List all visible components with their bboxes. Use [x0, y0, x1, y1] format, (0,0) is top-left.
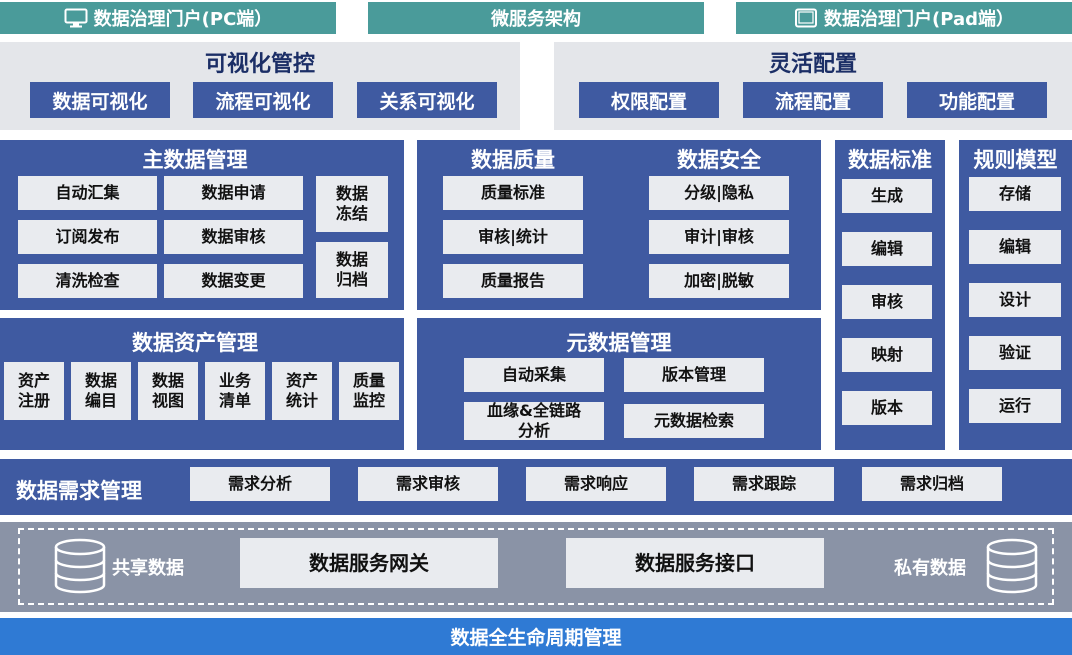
visual-control-item: 流程可视化 — [193, 82, 333, 118]
pc-portal-label: 数据治理门户(PC端） — [93, 9, 273, 30]
visual-control-item: 关系可视化 — [357, 82, 497, 118]
data-standard-item: 映射 — [842, 338, 932, 372]
master-data-item: 数据审核 — [164, 220, 303, 254]
data-security-item: 审计|审核 — [649, 220, 789, 254]
data-quality-title: 数据质量 — [471, 148, 555, 172]
pc-portal-bar: 数据治理门户(PC端） — [0, 2, 336, 34]
flexible-config-item: 权限配置 — [579, 82, 719, 118]
shared-data-label: 共享数据 — [112, 558, 184, 579]
private-data-label: 私有数据 — [894, 558, 966, 579]
lifecycle-bar: 数据全生命周期管理 — [0, 618, 1072, 655]
demand-mgmt-item: 需求跟踪 — [694, 467, 834, 501]
data-standard-title: 数据标准 — [848, 148, 932, 172]
data-service-interface: 数据服务接口 — [566, 538, 824, 588]
data-security-item: 加密|脱敏 — [649, 264, 789, 298]
flexible-config-title: 灵活配置 — [768, 52, 857, 77]
visual-control-item: 数据可视化 — [30, 82, 170, 118]
data-quality-item: 质量标准 — [443, 176, 583, 210]
asset-mgmt-title: 数据资产管理 — [132, 331, 258, 355]
database-icon — [54, 538, 106, 594]
demand-mgmt-item: 需求分析 — [190, 467, 330, 501]
visual-control-title: 可视化管控 — [204, 52, 315, 77]
rule-model-title: 规则模型 — [973, 148, 1058, 172]
data-standard-item: 编辑 — [842, 232, 932, 266]
rule-model-item: 编辑 — [969, 230, 1061, 264]
metadata-mgmt-item: 版本管理 — [624, 358, 764, 392]
metadata-mgmt-item: 元数据检索 — [624, 404, 764, 438]
metadata-mgmt-title: 元数据管理 — [566, 331, 672, 355]
data-security-title: 数据安全 — [677, 148, 761, 172]
asset-mgmt-item: 资产 统计 — [272, 362, 332, 420]
flexible-config-item: 流程配置 — [743, 82, 883, 118]
pad-portal-bar: 数据治理门户(Pad端） — [736, 2, 1072, 34]
master-data-item: 数据 归档 — [316, 242, 388, 298]
microservice-label: 微服务架构 — [491, 9, 581, 30]
asset-mgmt-item: 数据 视图 — [138, 362, 198, 420]
data-standard-item: 审核 — [842, 285, 932, 319]
monitor-icon — [64, 8, 88, 28]
data-quality-item: 审核|统计 — [443, 220, 583, 254]
rule-model-item: 设计 — [969, 283, 1061, 317]
pad-portal-label: 数据治理门户(Pad端） — [824, 9, 1014, 30]
rule-model-item: 存储 — [969, 177, 1061, 211]
rule-model-item: 运行 — [969, 389, 1061, 423]
asset-mgmt-item: 资产 注册 — [4, 362, 64, 420]
asset-mgmt-item: 质量 监控 — [339, 362, 399, 420]
service-layer-border — [18, 528, 1054, 605]
master-data-item: 数据 冻结 — [316, 176, 388, 232]
rule-model-item: 验证 — [969, 336, 1061, 370]
asset-mgmt-item: 业务 清单 — [205, 362, 265, 420]
master-data-item: 数据变更 — [164, 264, 303, 298]
master-data-title: 主数据管理 — [142, 148, 248, 172]
master-data-item: 清洗检查 — [18, 264, 157, 298]
data-standard-item: 生成 — [842, 179, 932, 213]
metadata-mgmt-item: 血缘&全链路 分析 — [464, 401, 604, 440]
service-layer-panel — [0, 522, 1072, 612]
lifecycle-title: 数据全生命周期管理 — [450, 627, 622, 649]
master-data-item: 订阅发布 — [18, 220, 157, 254]
demand-mgmt-item: 需求响应 — [526, 467, 666, 501]
flexible-config-item: 功能配置 — [907, 82, 1047, 118]
asset-mgmt-item: 数据 编目 — [71, 362, 131, 420]
demand-mgmt-item: 需求审核 — [358, 467, 498, 501]
tablet-icon — [795, 8, 818, 28]
data-standard-item: 版本 — [842, 391, 932, 425]
metadata-mgmt-item: 自动采集 — [464, 358, 604, 392]
data-security-item: 分级|隐私 — [649, 176, 789, 210]
master-data-item: 自动汇集 — [18, 176, 157, 210]
asset-mgmt-panel: 数据资产管理 — [0, 318, 404, 450]
master-data-item: 数据申请 — [164, 176, 303, 210]
demand-mgmt-title: 数据需求管理 — [16, 479, 142, 503]
microservice-bar: 微服务架构 — [368, 2, 704, 34]
data-service-gateway: 数据服务网关 — [240, 538, 498, 588]
data-quality-item: 质量报告 — [443, 264, 583, 298]
demand-mgmt-item: 需求归档 — [862, 467, 1002, 501]
database-icon — [986, 538, 1038, 594]
